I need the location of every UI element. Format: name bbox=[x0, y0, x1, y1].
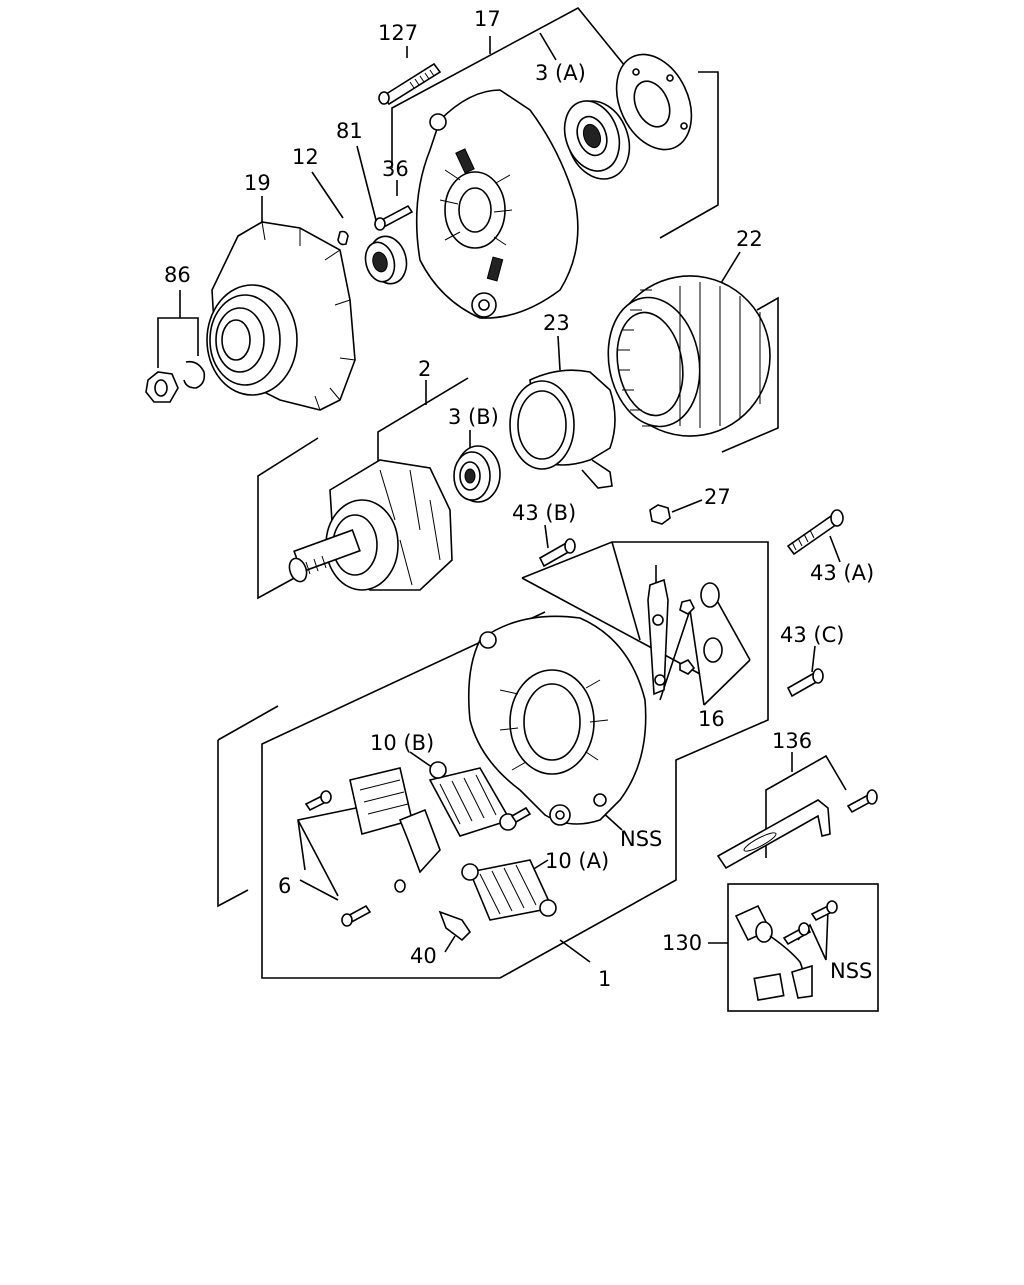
callout-12: 12 bbox=[292, 145, 319, 169]
part-81-spacer bbox=[364, 235, 408, 285]
part-2-rotor bbox=[288, 459, 453, 591]
callout-labels: 127 17 3 (A) 81 36 12 19 22 86 23 2 3 (B… bbox=[164, 7, 874, 991]
callout-6: 6 bbox=[278, 874, 291, 898]
part-22-stator bbox=[607, 275, 771, 437]
callout-43b: 43 (B) bbox=[512, 501, 576, 525]
part-b-terminal bbox=[647, 565, 723, 696]
part-6-regulator bbox=[304, 767, 441, 927]
callout-23: 23 bbox=[543, 311, 570, 335]
part-43b-bolt bbox=[538, 538, 576, 568]
part-43c-bolt bbox=[786, 668, 824, 698]
callout-81: 81 bbox=[336, 119, 363, 143]
part-23-bearing-sleeve bbox=[509, 369, 616, 489]
part-27-nut bbox=[649, 504, 671, 525]
callout-36: 36 bbox=[382, 157, 409, 181]
callout-86: 86 bbox=[164, 263, 191, 287]
callout-22: 22 bbox=[736, 227, 763, 251]
callout-2: 2 bbox=[418, 357, 431, 381]
callout-1: 1 bbox=[598, 967, 611, 991]
callout-19: 19 bbox=[244, 171, 271, 195]
callout-130: 130 bbox=[662, 931, 702, 955]
callout-10b: 10 (B) bbox=[370, 731, 434, 755]
callout-27: 27 bbox=[704, 485, 731, 509]
callout-43c: 43 (C) bbox=[780, 623, 844, 647]
callout-10a: 10 (A) bbox=[545, 849, 609, 873]
part-retainer-plate bbox=[615, 53, 693, 151]
part-36-screw bbox=[374, 204, 414, 231]
part-10b-rectifier bbox=[428, 761, 532, 837]
part-40-clip bbox=[438, 910, 472, 942]
part-17-front-housing bbox=[415, 89, 579, 319]
callout-16: 16 bbox=[698, 707, 725, 731]
part-86-nut-washer bbox=[145, 360, 206, 403]
callout-17: 17 bbox=[474, 7, 501, 31]
callout-127: 127 bbox=[378, 21, 418, 45]
callout-3a: 3 (A) bbox=[535, 61, 586, 85]
callout-40: 40 bbox=[410, 944, 437, 968]
callout-3b: 3 (B) bbox=[448, 405, 499, 429]
part-130-sensor-harness bbox=[734, 900, 838, 1002]
part-rear-housing bbox=[467, 615, 647, 826]
part-10a-rectifier bbox=[461, 859, 557, 921]
part-12-key bbox=[337, 230, 349, 246]
part-136-bracket bbox=[716, 789, 878, 870]
part-43a-bolt bbox=[786, 509, 844, 556]
part-3b-bearing bbox=[453, 445, 501, 503]
callout-nss-harness: NSS bbox=[830, 959, 872, 983]
callout-nss-rear-housing: NSS bbox=[620, 827, 662, 851]
callout-43a: 43 (A) bbox=[810, 561, 874, 585]
part-3a-bearing bbox=[563, 100, 631, 180]
callout-136: 136 bbox=[772, 729, 812, 753]
part-19-fan-pulley bbox=[206, 221, 356, 411]
part-127-bolt bbox=[378, 62, 442, 106]
